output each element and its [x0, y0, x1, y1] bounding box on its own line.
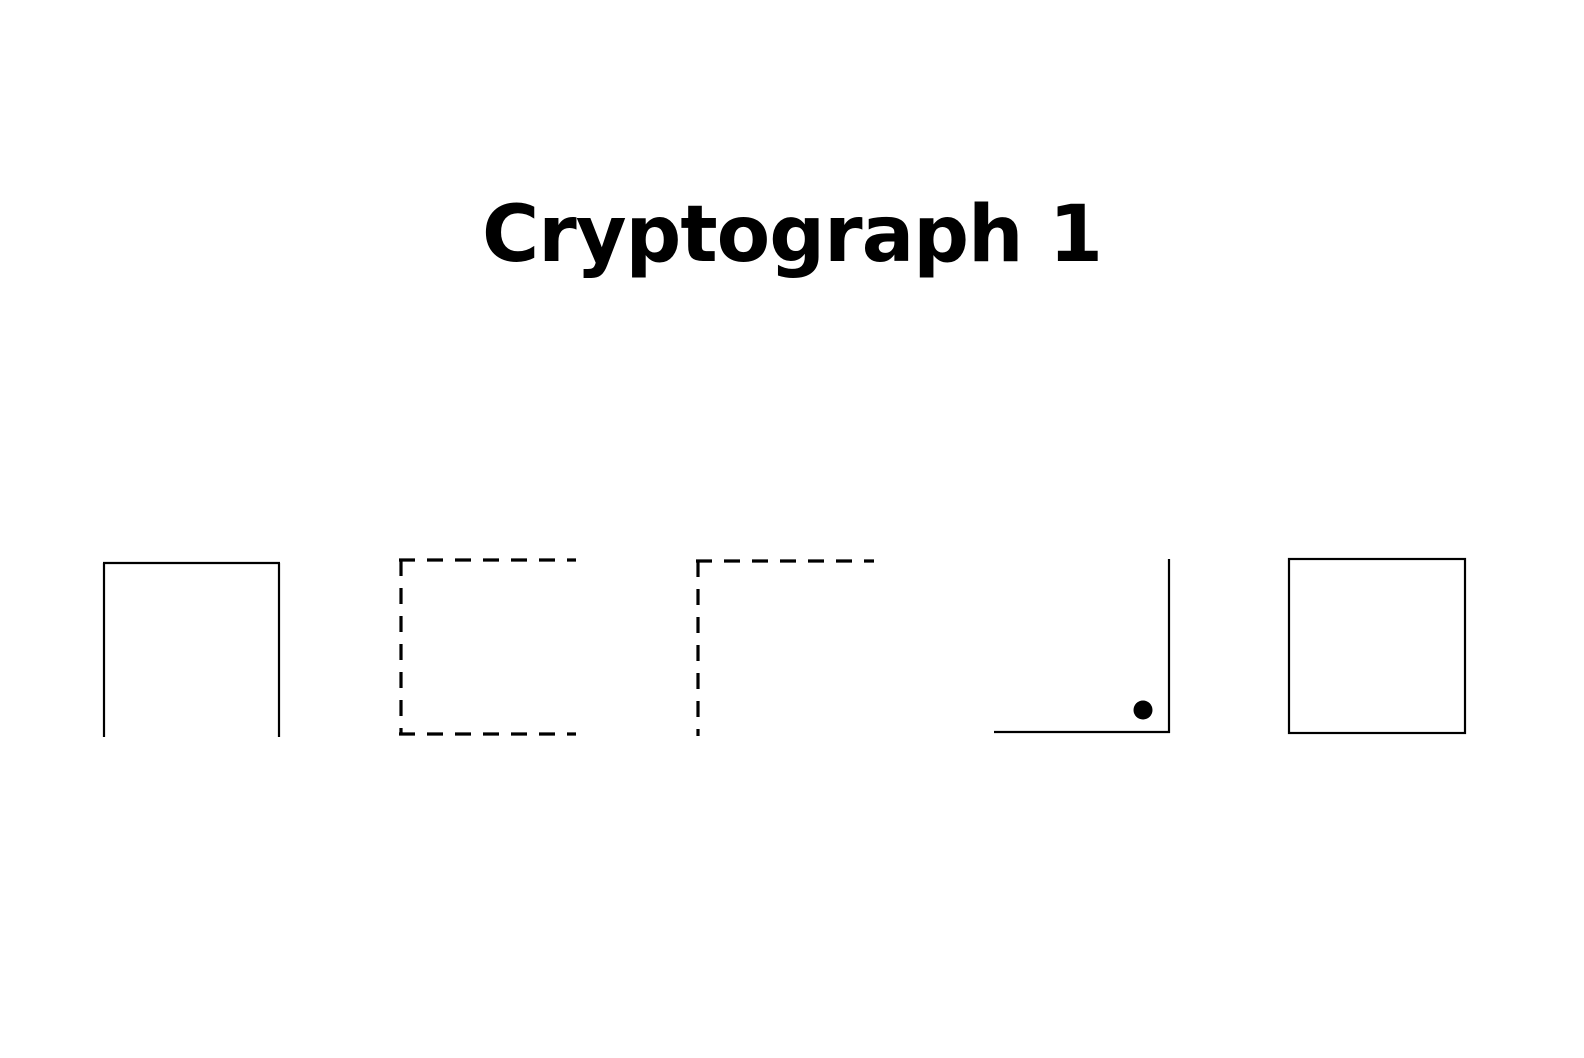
- symbol-2: [399, 558, 576, 736]
- symbol-5: [1287, 557, 1467, 735]
- symbol-1: [102, 561, 281, 737]
- symbol-3: [696, 559, 874, 736]
- symbol-4-dot: [1133, 700, 1153, 720]
- symbol-5-box: [1287, 557, 1467, 735]
- page-title: Cryptograph 1: [482, 190, 1103, 280]
- symbol-4: [994, 559, 1171, 734]
